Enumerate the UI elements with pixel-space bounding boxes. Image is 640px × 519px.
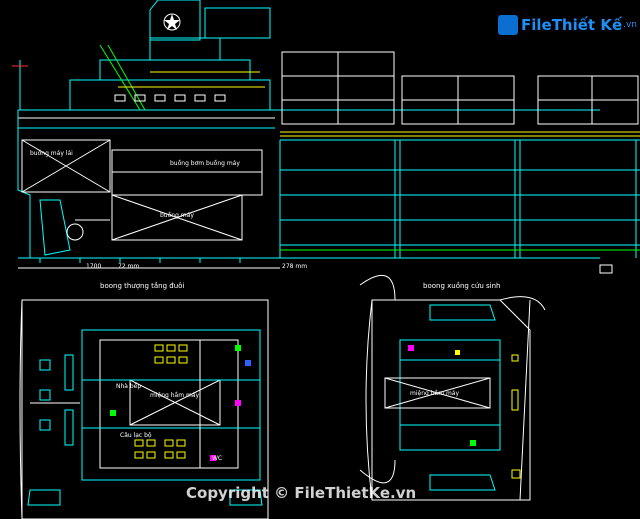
logo-text: File	[521, 16, 552, 34]
plan-poop-deck	[19, 299, 269, 519]
label-dim-mid: 72 mm	[118, 263, 140, 270]
plan-left-title: boong thượng tầng đuôi	[100, 282, 185, 290]
label-dim-right: 278 mm	[282, 263, 308, 270]
plan-left-hatch: miệng hầm máy	[150, 392, 200, 399]
label-engine-room: buồng máy	[160, 212, 194, 219]
plan-right-title: boong xuồng cứu sinh	[423, 282, 501, 290]
copyright-watermark: Copyright © FileThietKe.vn	[186, 484, 417, 502]
logo-text2: Thiết Kế	[551, 16, 623, 34]
filethietke-logo: File Thiết Kế .vn	[498, 12, 637, 38]
cargo-holds	[279, 51, 640, 258]
plan-right-hatch: miệng hầm máy	[410, 390, 460, 397]
label-dim-left: 1700	[86, 263, 102, 270]
plan-left-mess: Câu lạc bộ	[120, 432, 152, 439]
plan-boat-deck	[359, 275, 546, 501]
ship-profile	[12, 0, 600, 269]
logo-icon	[498, 15, 518, 35]
logo-suffix: .vn	[623, 20, 638, 30]
scale-mark	[599, 264, 613, 274]
label-engine-room-left: buồng máy lái	[30, 150, 73, 157]
plan-left-store: Nhà bếp	[116, 383, 142, 390]
label-pump-room: buồng bơm buồng máy	[170, 160, 240, 167]
plan-left-wc: WC	[212, 455, 223, 462]
